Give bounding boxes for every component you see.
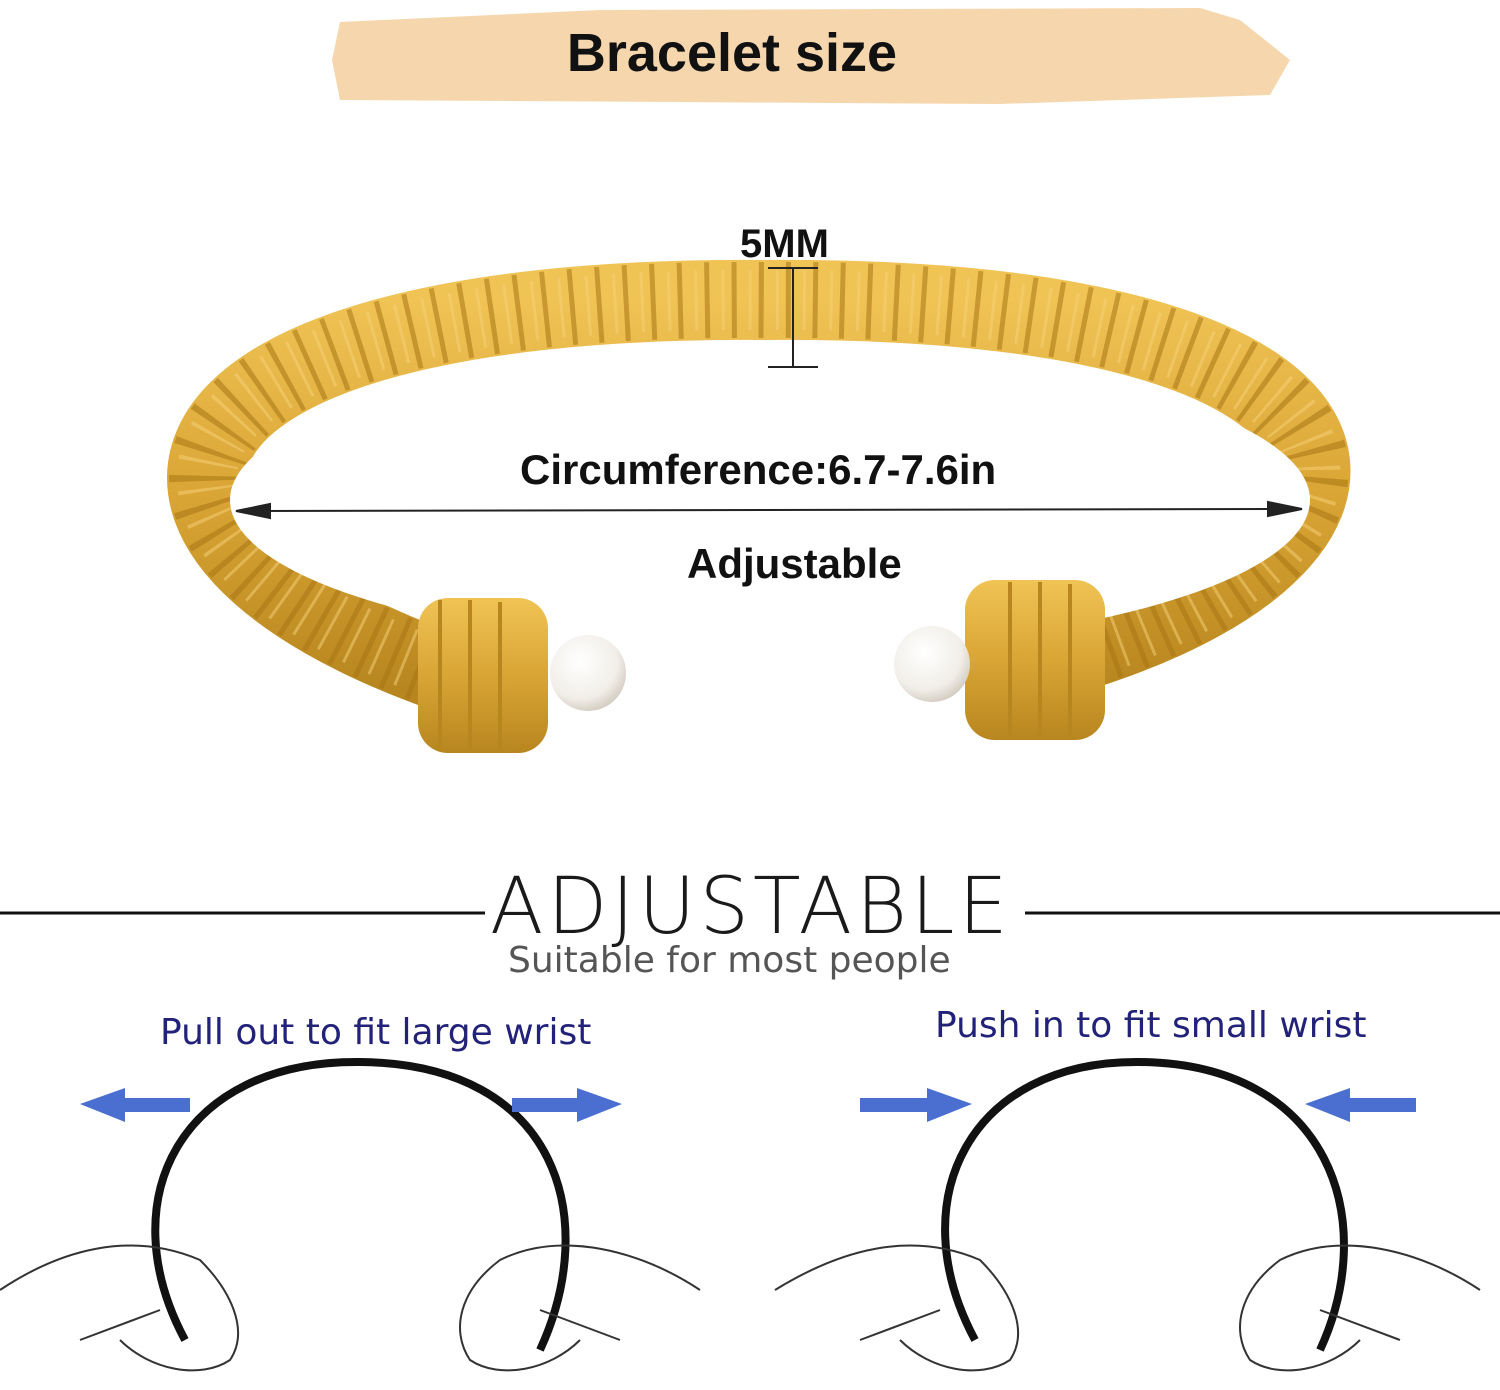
width-label: 5MM [740,222,829,266]
right-end-cap [894,580,1105,740]
arrow-left-icon [80,1088,190,1122]
page-title: Bracelet size [566,23,898,83]
pull-out-instruction: Pull out to fit large wrist [160,1012,592,1053]
right-hand-icon [1239,1244,1481,1372]
push-in-diagram [774,1057,1481,1372]
arrow-right-icon [512,1088,622,1122]
arrow-left-icon [1305,1088,1416,1122]
adjustable-label: Adjustable [687,540,902,587]
width-measure-marker [768,267,818,368]
adjustable-heading: ADJUSTABLE [490,862,1012,952]
push-in-instruction: Push in to fit small wrist [935,1005,1367,1046]
right-pearl [894,626,970,702]
circumference-label: Circumference:6.7-7.6in [520,446,997,493]
arrow-right-icon [860,1088,972,1122]
left-pearl [550,635,626,711]
right-hand-icon [459,1244,701,1372]
circumference-arrow [235,500,1303,520]
left-hand-icon [774,1244,1019,1372]
adjustable-subheading: Suitable for most people [508,940,951,981]
left-hand-icon [0,1244,239,1372]
pull-out-diagram [0,1057,701,1372]
left-end-cap [418,598,626,753]
bracelet-image [167,259,1351,753]
banner-brush [332,8,1290,104]
